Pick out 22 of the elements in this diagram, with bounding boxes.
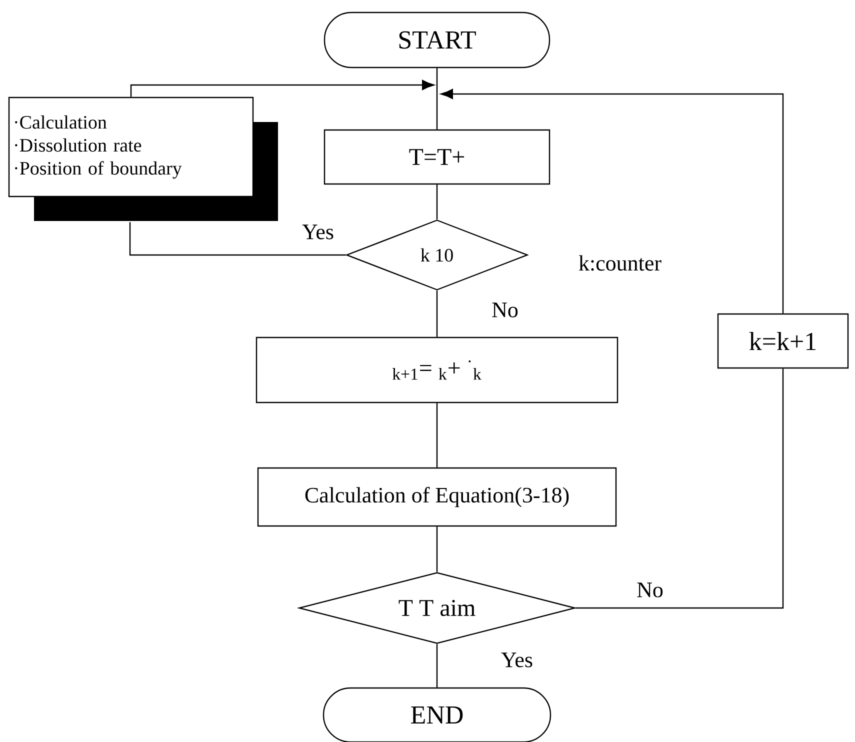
note-box: ·Calculation ·Dissolution rate ·Position of boundary — [8, 96, 278, 221]
start-terminal: START — [324, 12, 550, 68]
process-box: k=k+1 — [717, 313, 849, 369]
connector-line — [129, 222, 346, 256]
connector-line — [436, 644, 438, 688]
connector-line — [436, 403, 438, 468]
process-box: $_{k+1}$= $_{k}$+ $^{·}$k — [256, 336, 618, 404]
connector-line — [436, 68, 438, 130]
edge-label: No — [490, 302, 520, 318]
process-box: T=T+ — [324, 129, 550, 185]
process-box: Calculation of Equation(3-18) — [257, 467, 617, 527]
arrow — [130, 80, 434, 97]
connector-line — [436, 290, 438, 337]
edge-label: No — [636, 582, 664, 598]
connector-line — [436, 526, 438, 572]
edge-label: Yes — [301, 224, 335, 240]
end-terminal: END — [322, 687, 552, 742]
note-text: k:counter — [578, 255, 662, 271]
connector-line — [576, 368, 784, 609]
edge-label: Yes — [500, 652, 534, 668]
arrow — [440, 88, 784, 314]
connector-line — [436, 184, 438, 220]
